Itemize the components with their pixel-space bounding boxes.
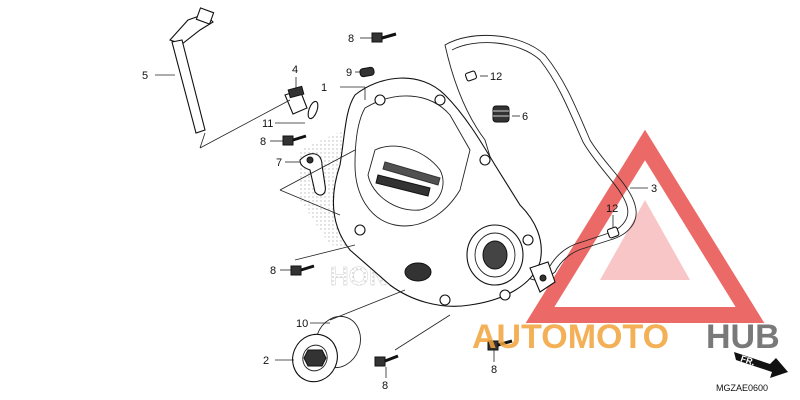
plug-cap [292,333,338,383]
part-labels: 1 2 3 4 5 6 7 8 8 8 8 8 9 10 11 12 12 [142,33,657,392]
label-part-9: 9 [346,67,352,79]
filler-cap [284,85,308,115]
label-part-3: 3 [651,183,657,195]
label-part-12-upper: 12 [490,71,502,83]
label-part-1: 1 [321,82,327,94]
bracket [529,261,556,293]
dowel-pin [359,66,375,78]
diagram-code: MGZAE0600 [716,383,768,393]
label-part-5: 5 [142,70,148,82]
label-part-6: 6 [522,111,528,123]
label-part-8-bottom-right: 8 [491,364,497,376]
o-ring-small [307,100,319,120]
watermark-automoto: AUTOMOTO [472,318,669,356]
label-part-2: 2 [263,355,269,367]
watermark-hub: HUB [706,318,780,356]
bolt-bottom [374,354,399,367]
label-part-12-lower: 12 [606,203,618,215]
dipstick [169,7,215,134]
arrow-right-icon [734,352,788,378]
bolt-bottom-right [487,339,513,351]
automotohub-watermark: AUTOMOTO HUB [472,318,780,356]
label-part-8-top: 8 [348,33,354,45]
bolt-left [282,134,307,146]
label-part-7: 7 [276,157,282,169]
dowel-pin-upper [464,70,478,82]
leader-lines [155,37,648,378]
label-part-10: 10 [296,318,308,330]
front-direction-arrow: FR. [734,352,788,378]
clamp [299,153,326,196]
label-part-11: 11 [262,118,273,130]
gasket-inner [451,42,629,267]
dowel-pin-lower [606,226,620,239]
label-part-8-left: 8 [260,136,266,148]
triangle-logo [525,129,765,323]
label-part-8-mid: 8 [270,265,276,277]
bolt-mid [290,264,315,276]
label-part-4: 4 [292,64,298,76]
label-part-8-bottom: 8 [382,380,388,392]
rubber-plug [492,105,510,123]
bolt-top [371,32,397,43]
direction-label: FR. [739,353,756,367]
clutch-cover [332,77,542,307]
